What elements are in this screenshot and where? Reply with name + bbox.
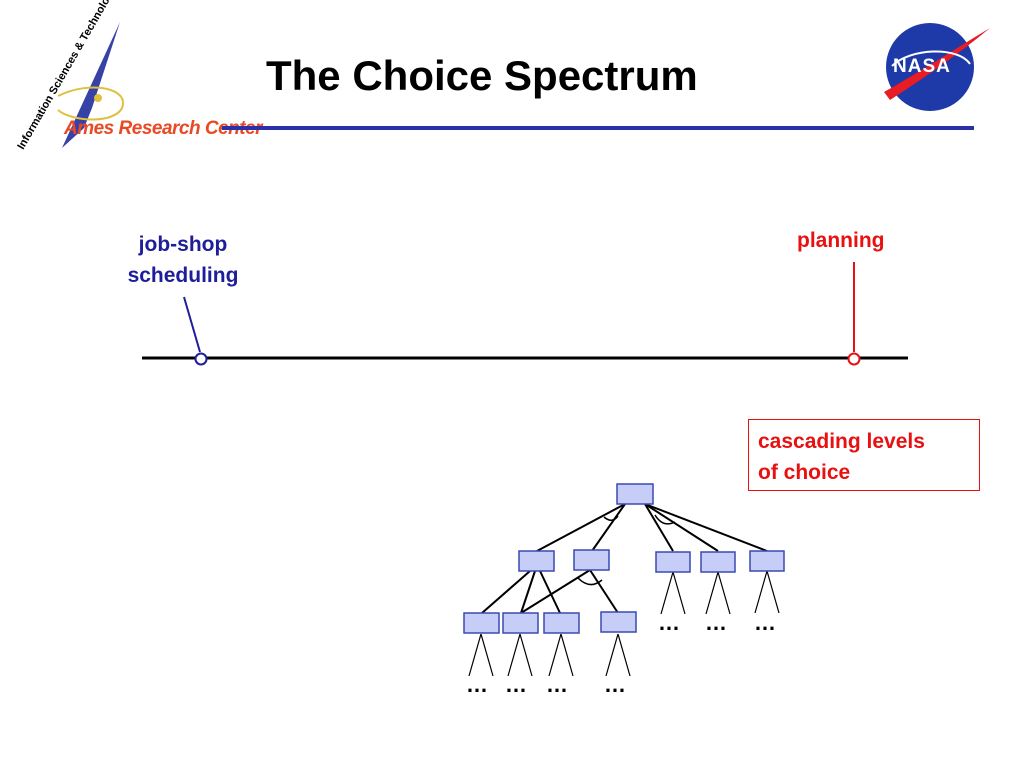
tree-ellipsis: … bbox=[466, 672, 488, 697]
tree-edge bbox=[644, 503, 719, 552]
tree-node bbox=[543, 612, 580, 634]
ames-logo-orbit-ellipse bbox=[57, 86, 125, 121]
leaf-fan-line bbox=[717, 571, 731, 615]
leaf-fan-line bbox=[507, 633, 521, 677]
leaf-fan-line bbox=[660, 571, 674, 615]
planning-marker bbox=[847, 352, 861, 366]
leaf-fan-line bbox=[672, 571, 686, 615]
ames-logo-star bbox=[94, 94, 102, 102]
tree-node bbox=[616, 483, 654, 505]
tree-node bbox=[600, 611, 637, 633]
leaf-fan-line bbox=[754, 570, 768, 614]
tree-edge bbox=[536, 503, 626, 552]
nasa-logo-orbit bbox=[891, 50, 971, 67]
nasa-logo bbox=[884, 23, 990, 111]
leaf-fan-line bbox=[560, 633, 574, 677]
tree-ellipsis: … bbox=[604, 672, 626, 697]
tree-node bbox=[749, 550, 785, 572]
job-shop-pointer bbox=[183, 296, 201, 353]
tree-edge bbox=[539, 570, 561, 614]
tree-edge bbox=[589, 569, 619, 614]
tree-ellipsis: … bbox=[505, 672, 527, 697]
job-shop-label-line2: scheduling bbox=[127, 264, 239, 287]
page-title: The Choice Spectrum bbox=[266, 52, 698, 99]
and-arc bbox=[603, 515, 619, 521]
planning-label: planning bbox=[797, 229, 885, 252]
leaf-fan-line bbox=[766, 570, 780, 614]
tree-ellipsis: … bbox=[705, 610, 727, 635]
tree-edge bbox=[591, 503, 626, 552]
leaf-fan-line bbox=[705, 571, 719, 615]
tree-edge bbox=[481, 570, 531, 614]
job-shop-label: job-shop scheduling bbox=[112, 229, 254, 291]
tree-edge bbox=[520, 569, 591, 614]
tree-edge bbox=[644, 503, 674, 552]
tree-nodes bbox=[463, 483, 785, 634]
tree-node bbox=[700, 551, 736, 573]
tree-leaf-fans bbox=[468, 570, 780, 677]
ames-logo bbox=[57, 22, 125, 148]
nasa-logo-text: NASA bbox=[893, 56, 951, 77]
nasa-logo-swoosh bbox=[884, 28, 990, 100]
and-arc bbox=[577, 577, 603, 586]
tree-node bbox=[655, 551, 691, 573]
leaf-fan-line bbox=[548, 633, 562, 677]
tree-and-arcs bbox=[577, 514, 676, 586]
and-arc bbox=[654, 514, 676, 525]
ames-logo-wing-shape bbox=[62, 22, 120, 148]
leaf-fan-line bbox=[480, 633, 494, 677]
leaf-fan-line bbox=[617, 633, 631, 677]
leaf-fan-line bbox=[605, 633, 619, 677]
job-shop-label-line1: job-shop bbox=[138, 233, 228, 256]
tree-edge bbox=[520, 570, 536, 614]
cascading-callout-box: cascading levels of choice bbox=[748, 419, 980, 491]
tree-node bbox=[518, 550, 555, 572]
tree-edge bbox=[644, 503, 768, 552]
tree-node bbox=[573, 549, 610, 571]
callout-line1: cascading levels bbox=[758, 430, 925, 453]
tree-ellipsis: … bbox=[658, 610, 680, 635]
callout-line2: of choice bbox=[758, 461, 851, 484]
tree-ellipsis: … bbox=[754, 610, 776, 635]
leaf-fan-line bbox=[519, 633, 533, 677]
tree-node bbox=[502, 612, 539, 634]
tree-edges bbox=[481, 503, 768, 614]
job-shop-marker bbox=[194, 352, 208, 366]
tree-ellipses: … … … … … … … bbox=[466, 610, 776, 697]
tree-node bbox=[463, 612, 500, 634]
tree-ellipsis: … bbox=[546, 672, 568, 697]
leaf-fan-line bbox=[468, 633, 482, 677]
header-rule bbox=[222, 126, 974, 130]
ames-org-label: Ames Research Center bbox=[64, 118, 263, 139]
